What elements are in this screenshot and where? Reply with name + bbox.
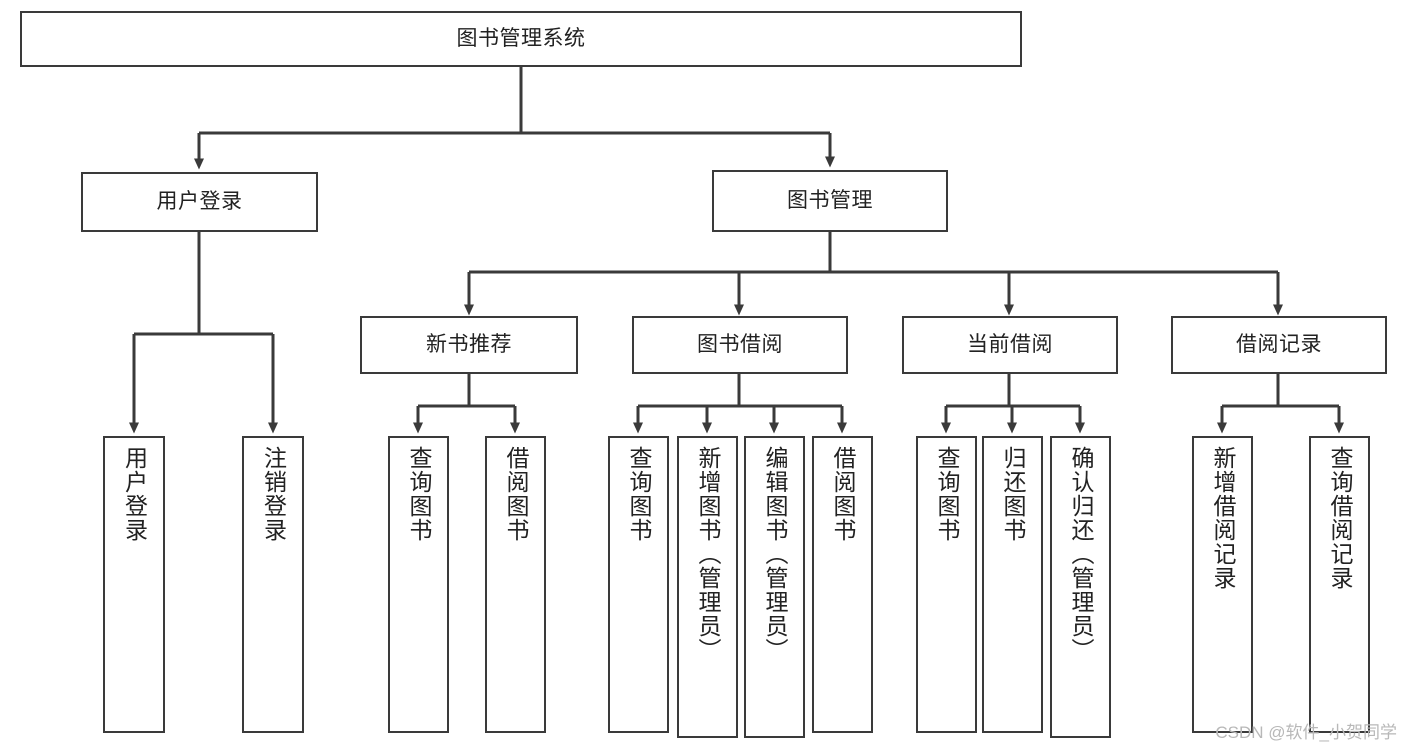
node-book-management[interactable]: 图书管理	[712, 170, 948, 232]
node-leaf-edit-book-admin[interactable]: 编辑图书（管理员）	[744, 436, 805, 738]
node-label: 新增图书（管理员）	[695, 446, 721, 662]
node-label: 新书推荐	[426, 332, 512, 356]
node-label: 用户登录	[121, 446, 148, 542]
node-leaf-query-book-recommend[interactable]: 查询图书	[388, 436, 449, 733]
node-leaf-return-book[interactable]: 归还图书	[982, 436, 1043, 733]
node-label: 新增借阅记录	[1210, 446, 1236, 590]
node-label: 查询图书	[406, 446, 432, 542]
node-label: 编辑图书（管理员）	[762, 446, 788, 662]
node-label: 图书借阅	[697, 332, 783, 356]
node-borrow-record[interactable]: 借阅记录	[1171, 316, 1387, 374]
node-leaf-borrow-book[interactable]: 借阅图书	[812, 436, 873, 733]
node-label: 图书管理	[787, 188, 873, 212]
node-label: 借阅记录	[1236, 332, 1322, 356]
node-leaf-logout-login[interactable]: 注销登录	[242, 436, 304, 733]
node-new-book-recommend[interactable]: 新书推荐	[360, 316, 578, 374]
node-leaf-add-book-admin[interactable]: 新增图书（管理员）	[677, 436, 738, 738]
node-leaf-query-book-current[interactable]: 查询图书	[916, 436, 977, 733]
node-user-login[interactable]: 用户登录	[81, 172, 318, 232]
node-label: 确认归还（管理员）	[1068, 446, 1094, 662]
node-label: 图书管理系统	[456, 26, 586, 50]
node-label: 查询图书	[626, 446, 652, 542]
node-label: 归还图书	[1000, 446, 1026, 542]
node-label: 借阅图书	[830, 446, 856, 542]
node-leaf-query-borrow-record[interactable]: 查询借阅记录	[1309, 436, 1370, 733]
node-leaf-user-login[interactable]: 用户登录	[103, 436, 165, 733]
node-leaf-add-borrow-record[interactable]: 新增借阅记录	[1192, 436, 1253, 733]
node-leaf-borrow-book-recommend[interactable]: 借阅图书	[485, 436, 546, 733]
node-label: 借阅图书	[503, 446, 529, 542]
node-label: 查询借阅记录	[1327, 446, 1353, 590]
node-leaf-confirm-return-admin[interactable]: 确认归还（管理员）	[1050, 436, 1111, 738]
node-label: 注销登录	[260, 446, 287, 542]
node-current-borrow[interactable]: 当前借阅	[902, 316, 1118, 374]
node-label: 查询图书	[934, 446, 960, 542]
node-label: 当前借阅	[967, 332, 1053, 356]
node-root-book-management-system[interactable]: 图书管理系统	[20, 11, 1022, 67]
node-leaf-query-book-borrow[interactable]: 查询图书	[608, 436, 669, 733]
node-book-borrow[interactable]: 图书借阅	[632, 316, 848, 374]
node-label: 用户登录	[156, 189, 243, 213]
